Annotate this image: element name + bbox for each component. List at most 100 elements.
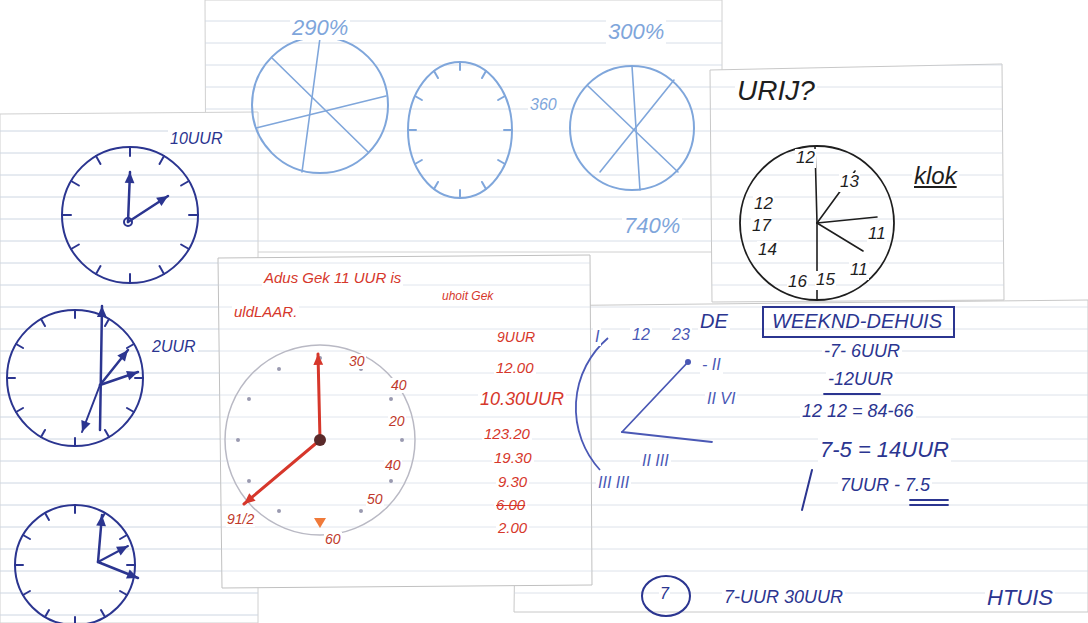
- hour-mark: [247, 397, 251, 401]
- pen-stroke: [498, 160, 505, 164]
- clock-center: [314, 434, 326, 446]
- hour-mark: [247, 479, 251, 483]
- hour-mark: [359, 509, 363, 513]
- pen-stroke: [482, 71, 486, 78]
- pen-stroke: [135, 377, 143, 379]
- clock-face: [570, 66, 694, 190]
- pen-stroke: [408, 129, 416, 131]
- pen-stroke: [15, 564, 23, 566]
- pen-stroke: [910, 499, 948, 501]
- handwritten-note: 2UUR: [150, 338, 198, 356]
- arrow-head: [313, 354, 323, 365]
- handwritten-note: 19.30: [492, 450, 534, 467]
- handwritten-note: HTUIS: [985, 586, 1055, 610]
- pen-stroke: [71, 245, 79, 250]
- pen-stroke: [127, 344, 134, 348]
- pen-stroke: [434, 182, 438, 189]
- clock-hand: [318, 354, 320, 440]
- handwritten-note: 123.20: [482, 426, 532, 443]
- handwritten-text: 20: [388, 414, 406, 429]
- handwritten-note: 9UUR: [495, 330, 537, 345]
- clock-outline: [225, 345, 415, 535]
- handwritten-text: 17: [751, 217, 772, 236]
- pen-stroke: [45, 610, 49, 617]
- handwritten-note: URIJ?: [735, 76, 817, 107]
- pen-stroke: [181, 181, 189, 186]
- pen-stroke: [498, 96, 505, 100]
- clock-drawings: [7, 37, 948, 623]
- hour-mark: [277, 509, 281, 513]
- hour-mark: [389, 397, 393, 401]
- pen-stroke: [632, 66, 640, 190]
- hour-mark: [389, 479, 393, 483]
- arrow-head: [81, 420, 90, 432]
- clock-face: 121312171416151111: [735, 143, 900, 305]
- handwritten-note: 23: [670, 326, 692, 344]
- pen-stroke: [101, 610, 105, 617]
- pen-stroke: [105, 319, 109, 326]
- handwritten-text: 7: [659, 585, 670, 603]
- pen-stroke: [120, 535, 127, 539]
- handwritten-note: -12UUR: [826, 370, 895, 390]
- clock-face: [252, 37, 388, 173]
- clock-hand: [82, 385, 100, 432]
- circled-number: 7: [640, 574, 692, 618]
- pen-stroke: [824, 393, 880, 395]
- handwritten-text: 60: [324, 532, 342, 547]
- clock-face: [62, 147, 198, 283]
- handwritten-note: DE: [698, 310, 730, 332]
- handwritten-note: uhoit Gek: [440, 290, 495, 303]
- handwritten-note: 12 12 = 84-66: [800, 402, 916, 422]
- paper-scrap: [710, 64, 1004, 302]
- pen-stroke: [600, 80, 674, 172]
- handwritten-note: 10UUR: [168, 130, 224, 148]
- handwritten-text: 14: [757, 241, 778, 260]
- handwritten-text: 16: [787, 273, 808, 292]
- pen-stroke: [23, 535, 30, 539]
- pen-stroke: [415, 160, 422, 164]
- handwritten-text: 12: [795, 149, 816, 168]
- pen-stroke: [74, 310, 76, 318]
- clock-face: 30402040506091/2: [220, 340, 420, 540]
- pen-stroke: [160, 156, 165, 164]
- pen-stroke: [96, 266, 101, 274]
- pen-stroke: [910, 504, 948, 506]
- pen-stroke: [256, 96, 386, 128]
- handwritten-note: II III: [640, 452, 671, 470]
- pen-stroke: [415, 96, 422, 100]
- handwritten-text: 11: [849, 261, 869, 280]
- handwritten-note: uldLAAR.: [232, 304, 299, 321]
- pen-stroke: [129, 274, 131, 283]
- paper-scrap: [218, 255, 592, 588]
- pen-stroke: [181, 245, 189, 250]
- pen-stroke: [588, 86, 678, 172]
- pen-stroke: [272, 58, 368, 152]
- handwritten-note: II VI: [705, 390, 737, 408]
- handwritten-note: 290%: [290, 16, 350, 40]
- pen-stroke: [23, 591, 30, 595]
- pen-stroke: [504, 129, 512, 131]
- pen-stroke: [45, 513, 49, 520]
- arrow-head: [97, 306, 107, 317]
- pen-stroke: [459, 62, 461, 70]
- pen-stroke: [62, 214, 71, 216]
- circle-outline: [642, 576, 690, 616]
- clock-arc: [576, 338, 608, 470]
- handwritten-note: 7-UUR 30UUR: [722, 588, 845, 608]
- handwritten-note: 300%: [606, 20, 666, 44]
- pen-stroke: [71, 181, 79, 186]
- clock-hand: [128, 196, 168, 222]
- handwritten-note: 10.30UUR: [478, 390, 566, 410]
- handwritten-text: 91/2: [226, 512, 255, 527]
- hour-mark: [314, 518, 326, 528]
- pen-stroke: [817, 223, 863, 251]
- pen-stroke: [817, 217, 877, 223]
- paper-scrap: [205, 0, 722, 252]
- clock-hand: [98, 562, 138, 578]
- arrow-head: [116, 546, 128, 555]
- hour-mark: [400, 438, 404, 442]
- pen-stroke: [160, 266, 165, 274]
- handwritten-note: 360: [528, 96, 559, 114]
- handwritten-note: I: [593, 328, 601, 346]
- pen-dot: [685, 359, 691, 365]
